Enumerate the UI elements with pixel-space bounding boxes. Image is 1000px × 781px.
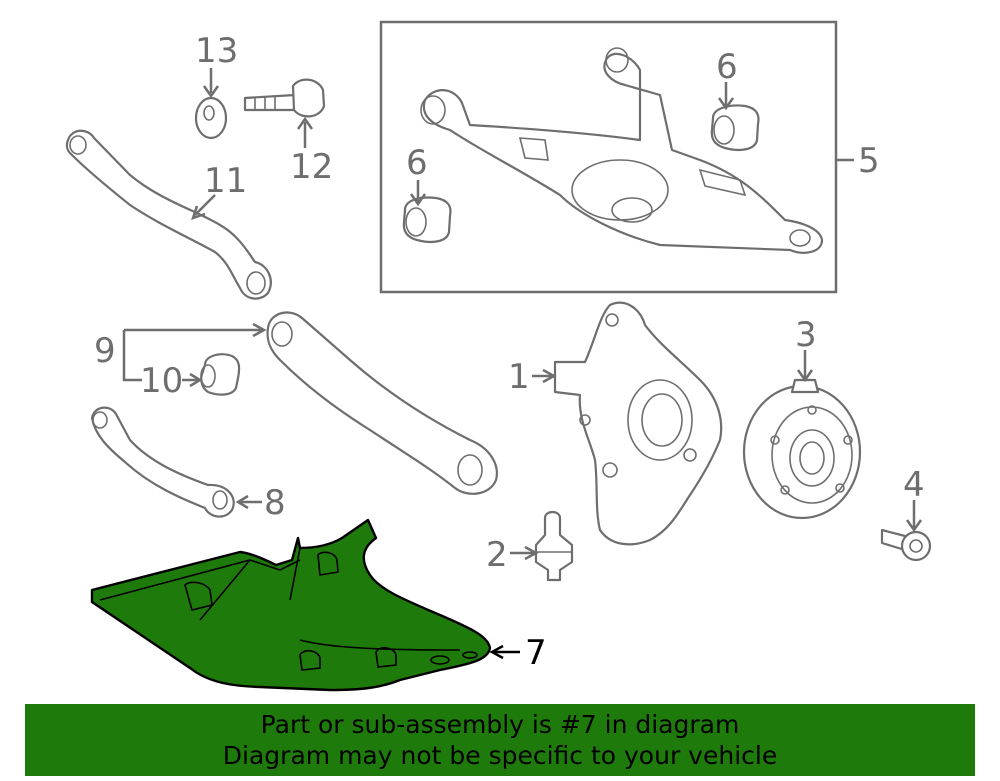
bolt-part-4[interactable] [880, 528, 932, 562]
callout-2: 2 [486, 535, 508, 575]
banner-line-2: Diagram may not be specific to your vehi… [222, 741, 778, 770]
washer-part-13[interactable] [194, 96, 228, 140]
callout-9: 9 [94, 331, 116, 371]
callout-7: 7 [525, 633, 547, 673]
subassembly-5-frame [379, 20, 838, 294]
info-banner: Part or sub-assembly is #7 in diagram Di… [25, 704, 975, 776]
hub-bearing-part-3[interactable] [742, 378, 862, 520]
callout-3: 3 [795, 315, 817, 355]
callout-6-left: 6 [406, 143, 428, 183]
link-arm-part-11[interactable] [65, 129, 272, 300]
parts-diagram: 13 12 11 6 6 5 9 10 8 1 2 3 4 7 [65, 20, 932, 692]
callout-1: 1 [508, 357, 530, 397]
trailing-link-part-9[interactable] [266, 311, 498, 495]
banner-line-1: Part or sub-assembly is #7 in diagram [260, 710, 740, 739]
callout-6-right: 6 [716, 47, 738, 87]
callout-8: 8 [264, 483, 286, 523]
leader-lines [122, 68, 923, 660]
bolt-part-12[interactable] [243, 78, 326, 118]
bushing-part-10[interactable] [200, 353, 241, 396]
callout-10: 10 [140, 361, 183, 401]
link-part-8[interactable] [90, 406, 235, 518]
callout-12: 12 [290, 147, 333, 187]
callout-13: 13 [195, 31, 238, 71]
control-arm-part-5[interactable] [420, 47, 824, 254]
bushing-part-6-right[interactable] [710, 104, 760, 151]
callout-4: 4 [903, 465, 925, 505]
ball-joint-part-2[interactable] [534, 510, 574, 582]
knuckle-part-1[interactable] [553, 301, 723, 546]
callout-5: 5 [858, 141, 880, 181]
bushing-part-6-left[interactable] [402, 196, 452, 243]
splash-shield-part-7[interactable] [90, 518, 492, 692]
callout-11: 11 [204, 161, 247, 201]
